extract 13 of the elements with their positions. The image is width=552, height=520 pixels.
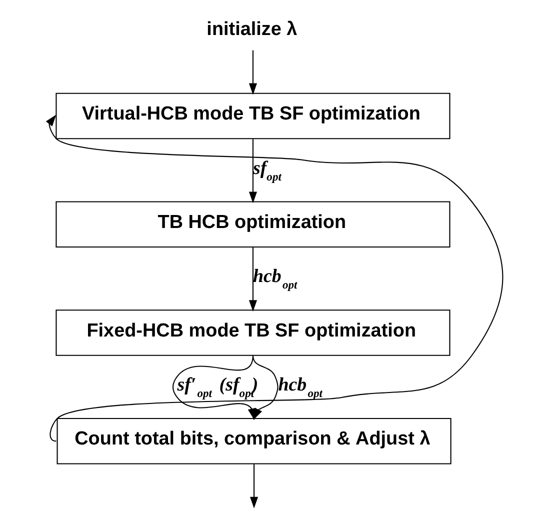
node-box: TB HCB optimization — [56, 201, 450, 248]
arrow — [248, 247, 258, 312]
node-box: Count total bits, comparison & Adjust λ — [56, 418, 452, 464]
node-box: Fixed-HCB mode TB SF optimization — [56, 310, 450, 356]
arrow — [250, 464, 258, 508]
node-box: Virtual-HCB mode TB SF optimization — [56, 92, 450, 140]
edge-label: hcb$_{opt}$ — [252, 266, 298, 292]
arrow — [248, 139, 258, 204]
arrow — [248, 50, 258, 95]
edge-label: hcb$_{opt}$ — [278, 374, 322, 400]
arrow — [252, 355, 278, 420]
node-text: initialize λ — [206, 18, 298, 40]
edge-label: sf$_{opt}$ — [252, 158, 282, 184]
